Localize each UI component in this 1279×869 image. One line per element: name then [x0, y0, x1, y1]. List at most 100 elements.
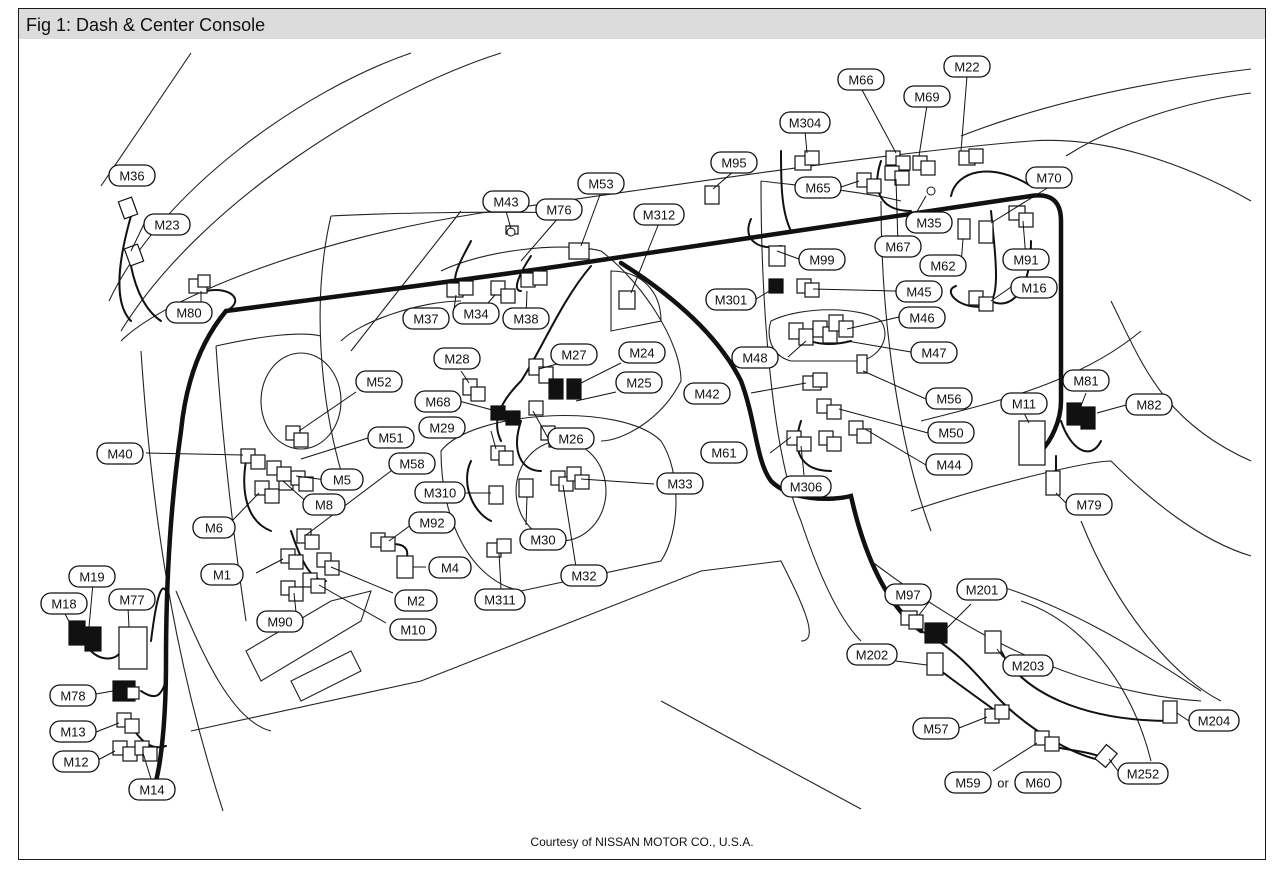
label-text: M45 — [906, 285, 931, 300]
label-text: M6 — [205, 521, 223, 536]
label-text: M95 — [721, 156, 746, 171]
label-m53: M53 — [577, 172, 625, 195]
label-m99: M99 — [798, 248, 846, 271]
label-m201: M201 — [956, 578, 1008, 601]
label-m66: M66 — [837, 68, 885, 91]
label-m32: M32 — [560, 564, 608, 587]
label-text: M204 — [1198, 714, 1231, 729]
label-m90: M90 — [256, 610, 304, 633]
label-text: M61 — [711, 446, 736, 461]
label-m78: M78 — [49, 684, 97, 707]
label-m46: M46 — [898, 306, 946, 329]
label-text: M2 — [407, 594, 425, 609]
label-text: M52 — [366, 375, 391, 390]
label-text: M37 — [413, 312, 438, 327]
label-m91: M91 — [1002, 248, 1050, 271]
label-m10: M10 — [389, 618, 437, 641]
label-m52: M52 — [355, 370, 403, 393]
label-text: M51 — [378, 431, 403, 446]
label-m27: M27 — [550, 343, 598, 366]
label-m33: M33 — [656, 472, 704, 495]
wiring-diagram: M36 M23 M80 M43 M76 M53 M312 M95 M304 M6… — [40, 52, 1252, 812]
label-text: M306 — [790, 480, 823, 495]
label-text: M59 — [955, 776, 980, 791]
label-m5: M5 — [320, 468, 364, 491]
label-text: M10 — [400, 623, 425, 638]
label-m59: M59 — [944, 771, 992, 794]
label-text: M90 — [267, 615, 292, 630]
label-text: M27 — [561, 348, 586, 363]
dashboard-outline — [100, 52, 1252, 812]
label-text: M91 — [1013, 253, 1038, 268]
figure-frame: Fig 1: Dash & Center Console — [18, 8, 1266, 860]
label-text: M69 — [914, 90, 939, 105]
label-m22: M22 — [943, 55, 991, 78]
label-text: M38 — [513, 312, 538, 327]
label-m203: M203 — [1002, 654, 1054, 677]
label-m1: M1 — [200, 563, 244, 586]
or-connector-text: or — [997, 776, 1009, 791]
label-text: M42 — [694, 387, 719, 402]
label-text: M53 — [588, 177, 613, 192]
label-text: M28 — [444, 352, 469, 367]
label-text: M29 — [429, 421, 454, 436]
label-text: M35 — [916, 216, 941, 231]
label-m65: M65 — [794, 176, 842, 199]
label-m79: M79 — [1065, 493, 1113, 516]
figure-credit: Courtesy of NISSAN MOTOR CO., U.S.A. — [530, 835, 754, 849]
label-text: M36 — [119, 169, 144, 184]
label-text: M65 — [805, 181, 830, 196]
label-text: M58 — [399, 457, 424, 472]
label-m24: M24 — [618, 341, 666, 364]
label-m77: M77 — [108, 588, 156, 611]
label-text: M5 — [333, 473, 351, 488]
label-text: M1 — [213, 568, 231, 583]
label-m4: M4 — [428, 556, 472, 579]
label-text: M50 — [938, 426, 963, 441]
label-text: M77 — [119, 593, 144, 608]
label-text: M79 — [1076, 498, 1101, 513]
label-m44: M44 — [925, 453, 973, 476]
label-text: M202 — [856, 648, 889, 663]
label-m68: M68 — [414, 390, 462, 413]
label-m202: M202 — [846, 643, 898, 666]
label-text: M30 — [530, 533, 555, 548]
label-m67: M67 — [874, 235, 922, 258]
label-m56: M56 — [925, 387, 973, 410]
label-m76: M76 — [535, 198, 583, 221]
label-m62: M62 — [919, 254, 967, 277]
label-text: M18 — [51, 597, 76, 612]
label-m11: M11 — [1000, 392, 1048, 415]
label-m57: M57 — [912, 717, 960, 740]
label-text: M62 — [930, 259, 955, 274]
label-text: M311 — [484, 593, 516, 608]
label-text: M97 — [895, 588, 920, 603]
label-m36: M36 — [108, 164, 156, 187]
label-m18: M18 — [40, 592, 88, 615]
label-m26: M26 — [547, 427, 595, 450]
label-m38: M38 — [502, 307, 550, 330]
label-text: M25 — [626, 376, 651, 391]
label-m23: M23 — [143, 213, 191, 236]
label-m12: M12 — [52, 750, 100, 773]
label-text: M8 — [315, 498, 333, 513]
label-m25: M25 — [615, 371, 663, 394]
label-m29: M29 — [418, 416, 466, 439]
label-text: M304 — [789, 116, 822, 131]
label-m35: M35 — [905, 211, 953, 234]
label-m81: M81 — [1062, 369, 1110, 392]
label-text: M67 — [885, 240, 910, 255]
label-text: M80 — [176, 306, 201, 321]
label-text: M16 — [1021, 281, 1046, 296]
label-m48: M48 — [731, 346, 779, 369]
label-m310: M310 — [414, 481, 466, 504]
label-m204: M204 — [1188, 709, 1240, 732]
label-text: M203 — [1012, 659, 1045, 674]
label-text: M310 — [424, 486, 457, 501]
label-m97: M97 — [884, 583, 932, 606]
label-m42: M42 — [683, 382, 731, 405]
label-m252: M252 — [1117, 762, 1169, 785]
label-text: M44 — [936, 458, 961, 473]
label-text: M68 — [425, 395, 450, 410]
label-text: M57 — [923, 722, 948, 737]
